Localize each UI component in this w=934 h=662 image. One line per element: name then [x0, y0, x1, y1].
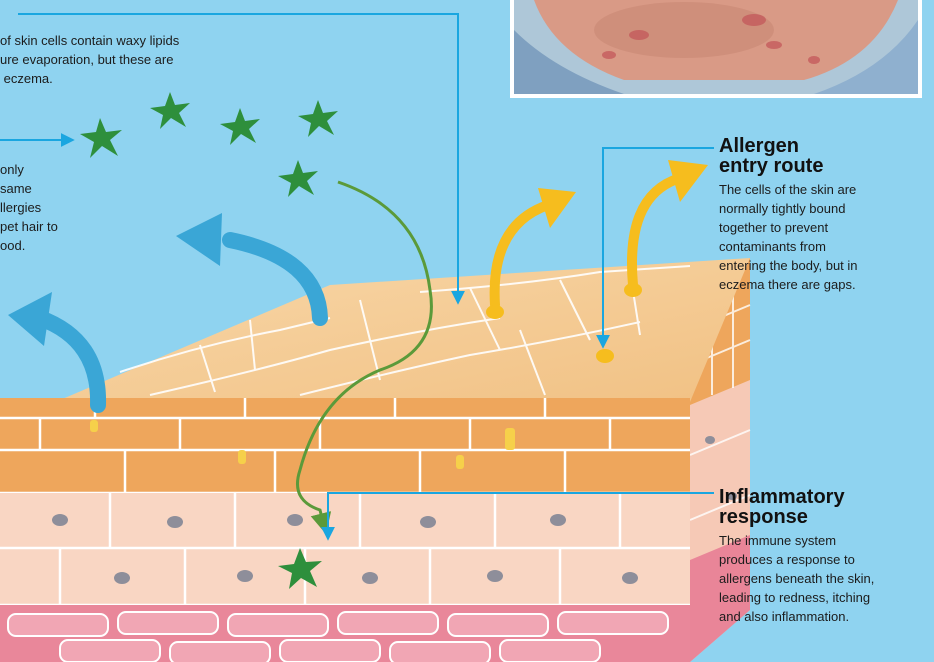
allergen-entry-heading: Allergen entry route	[719, 136, 929, 176]
heading-line: entry route	[719, 156, 929, 176]
allergens-line: only	[0, 160, 110, 179]
allergen-star	[80, 118, 122, 158]
inflammatory-body: The immune system produces a response to…	[719, 531, 931, 626]
lipids-line: eczema.	[0, 69, 270, 88]
inflammatory-annotation: Inflammatory response The immune system …	[719, 487, 931, 626]
allergens-line: ood.	[0, 236, 110, 255]
lipids-annotation: of skin cells contain waxy lipids ure ev…	[0, 31, 270, 88]
body-line: allergens beneath the skin,	[719, 569, 931, 588]
allergen-star	[298, 100, 338, 137]
allergens-line: pet hair to	[0, 217, 110, 236]
heading-line: Allergen	[719, 136, 929, 156]
allergen-entry-annotation: Allergen entry route The cells of the sk…	[719, 136, 929, 294]
lipids-line: of skin cells contain waxy lipids	[0, 31, 270, 50]
body-line: contaminants from	[719, 237, 929, 256]
heading-line: response	[719, 507, 931, 527]
inflammatory-heading: Inflammatory response	[719, 487, 931, 527]
body-line: normally tightly bound	[719, 199, 929, 218]
allergen-star	[220, 108, 260, 145]
body-line: together to prevent	[719, 218, 929, 237]
skin-cell-layer	[0, 493, 690, 610]
lipids-line: ure evaporation, but these are	[0, 50, 270, 69]
allergens-line: llergies	[0, 198, 110, 217]
skin-deep-layer	[0, 605, 690, 662]
body-line: eczema there are gaps.	[719, 275, 929, 294]
body-line: The immune system	[719, 531, 931, 550]
allergens-annotation: only same llergies pet hair to ood.	[0, 160, 110, 255]
moisture-arrow-mid-head	[176, 213, 222, 266]
allergen-star	[278, 160, 318, 197]
skin-surface-top	[60, 258, 750, 402]
body-line: leading to redness, itching	[719, 588, 931, 607]
body-line: and also inflammation.	[719, 607, 931, 626]
heading-line: Inflammatory	[719, 487, 931, 507]
body-line: The cells of the skin are	[719, 180, 929, 199]
allergen-star	[150, 92, 190, 129]
allergens-line: same	[0, 179, 110, 198]
skin-brick-layer	[0, 398, 690, 493]
body-line: produces a response to	[719, 550, 931, 569]
allergen-entry-body: The cells of the skin are normally tight…	[719, 180, 929, 294]
eczema-photo	[510, 0, 922, 98]
body-line: entering the body, but in	[719, 256, 929, 275]
moisture-arrow-left-head	[8, 292, 52, 346]
